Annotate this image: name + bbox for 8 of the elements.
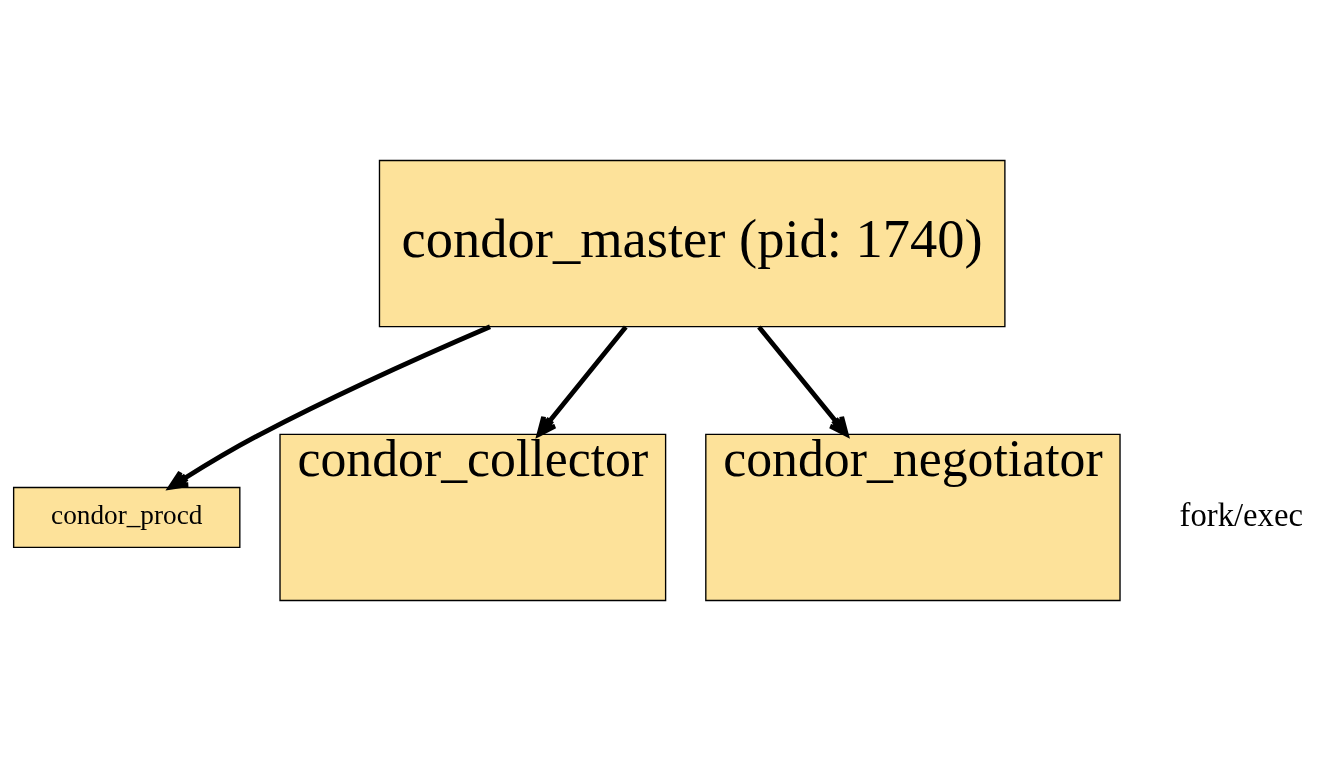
arrow	[167, 324, 491, 490]
node-box: condor_collector	[279, 433, 667, 602]
arrow	[536, 325, 628, 437]
node-box: condor_master (pid: 1740)	[378, 159, 1006, 328]
node-box: condor_negotiator	[705, 433, 1121, 602]
node-box: condor_procd	[12, 486, 241, 549]
arrow	[757, 325, 849, 437]
label: fork/exec	[1179, 496, 1303, 533]
